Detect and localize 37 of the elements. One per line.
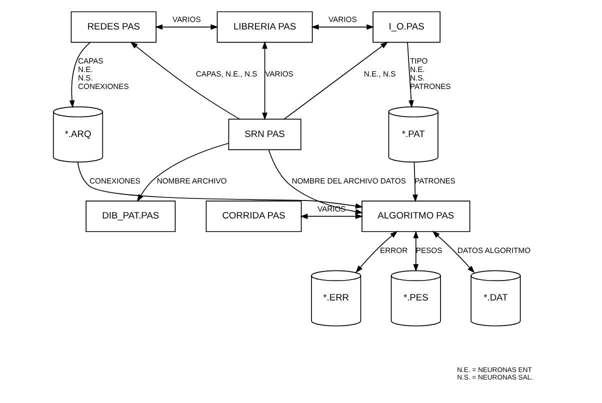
edge-label: CONEXIONES bbox=[89, 176, 140, 186]
arrow bbox=[130, 42, 240, 120]
arrow bbox=[268, 149, 363, 214]
node-box: CORRIDA PAS bbox=[205, 200, 302, 232]
node-box: ALGORITMO PAS bbox=[361, 200, 470, 232]
arrow bbox=[432, 230, 474, 274]
edge-label: N.E., N.S bbox=[363, 69, 396, 78]
edge-label: ERROR bbox=[380, 246, 408, 256]
arrow bbox=[154, 24, 218, 30]
node-box: REDES PAS bbox=[70, 11, 156, 43]
node-box: LIBRERIA PAS bbox=[216, 11, 312, 43]
arrow bbox=[262, 41, 267, 120]
arrow bbox=[136, 142, 229, 202]
arrow bbox=[412, 162, 418, 202]
edge-label: NOMBRE ARCHIVO bbox=[156, 176, 226, 186]
node-box: SRN PAS bbox=[228, 118, 301, 150]
edge-label: VARIOS bbox=[264, 69, 293, 78]
arrow bbox=[300, 214, 363, 220]
edge-label: VARIOS bbox=[328, 15, 356, 24]
edge-label: CAPAS, N.E., N.S bbox=[195, 69, 257, 78]
edge-label: VARIOS bbox=[317, 204, 346, 214]
edge-label: TIPO N.E. N.S. PATRONES bbox=[409, 56, 450, 92]
arrow bbox=[412, 230, 418, 272]
edge-label: DATOS ALGORITMO bbox=[456, 246, 530, 256]
arrow bbox=[283, 42, 388, 120]
arrow bbox=[406, 42, 414, 108]
node-box: I_O.PAS bbox=[372, 11, 440, 43]
edge-label: CAPAS N.E. N.S. CONEXIONES bbox=[78, 56, 128, 92]
edge-label: PATRONES bbox=[414, 176, 455, 186]
arrow bbox=[310, 24, 374, 30]
edge-label: PESOS bbox=[415, 246, 442, 256]
edge-label: VARIOS bbox=[172, 15, 200, 24]
arrow bbox=[68, 42, 90, 108]
arrow bbox=[76, 162, 363, 209]
node-box: DIB_PAT.PAS bbox=[85, 200, 176, 232]
edge-label: NOMBRE DEL ARCHIVO DATOS bbox=[291, 176, 406, 186]
arrow bbox=[355, 230, 398, 273]
